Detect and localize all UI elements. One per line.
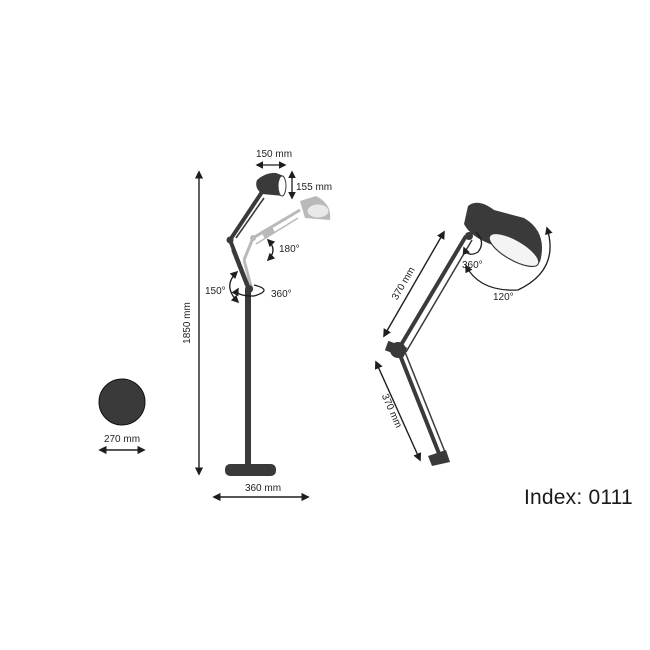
floor-lamp: 150 mm 155 mm 180° 150° 360° 1850 mm 360…	[182, 149, 332, 502]
shade-height-label: 155 mm	[296, 182, 332, 193]
shade-width-label: 150 mm	[256, 149, 292, 160]
head-rotation-label: 360°	[462, 260, 483, 271]
arm-detail: 370 mm 370 mm 360° 120°	[374, 202, 553, 466]
floor-lamp-shade	[256, 172, 284, 196]
base-width-label: 360 mm	[245, 483, 281, 494]
lower-arm-length-label: 370 mm	[379, 392, 404, 429]
pole-rotation-label: 360°	[271, 289, 292, 300]
base-diameter-label: 270 mm	[104, 434, 140, 445]
head-tilt-range-label: 120°	[493, 292, 514, 303]
height-label: 1850 mm	[182, 302, 193, 344]
index-code: Index: 0111	[524, 486, 633, 509]
head-tilt-angle-label: 180°	[279, 244, 300, 255]
floor-lamp-ghost-position	[242, 196, 331, 291]
elbow-angle-label: 150°	[205, 286, 226, 297]
base-top-view: 270 mm	[98, 378, 146, 455]
